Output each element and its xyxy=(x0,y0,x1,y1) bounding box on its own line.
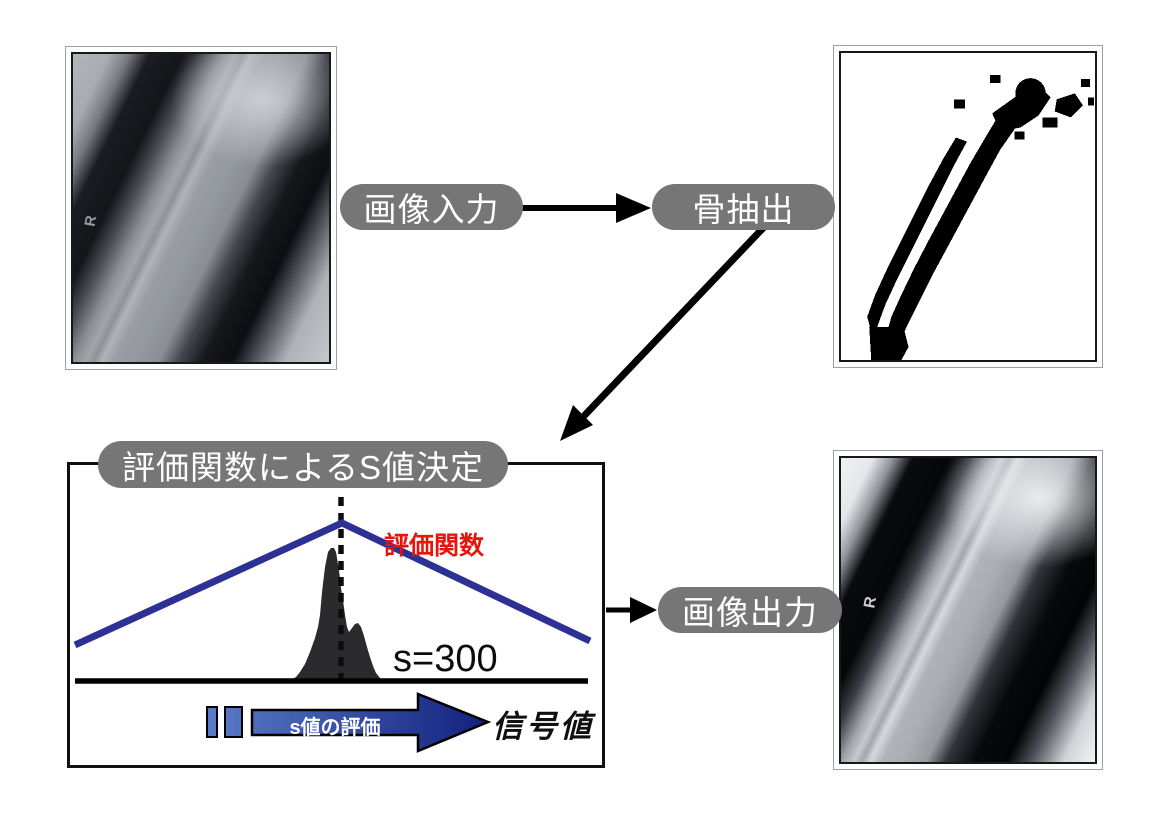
output-xray-content: R xyxy=(839,456,1097,764)
arrow-input-to-bone xyxy=(521,193,651,223)
bone-binary-image xyxy=(833,45,1103,368)
step-image-output: 画像出力 xyxy=(658,587,842,633)
step-s-value-title: 評価関数によるS値決定 xyxy=(98,441,508,488)
s-value-label: s=300 xyxy=(393,638,498,680)
arrow-box-to-output xyxy=(606,597,657,623)
bone-binary-content xyxy=(839,51,1097,362)
bone-shapes xyxy=(867,75,1094,360)
evaluation-function-label: 評価関数 xyxy=(384,532,485,560)
input-xray-content: R xyxy=(71,52,331,364)
output-xray-image: R xyxy=(833,450,1103,770)
signal-value-axis-label: 信号値 xyxy=(492,709,594,744)
r-marker: R xyxy=(861,594,881,610)
r-marker: R xyxy=(81,213,101,228)
s-evaluation-arrow-label: s値の評価 xyxy=(289,717,381,739)
step-image-input: 画像入力 xyxy=(340,184,523,230)
arrow-bone-to-box xyxy=(560,223,768,441)
step-bone-extraction: 骨抽出 xyxy=(652,184,835,230)
input-xray-image: R xyxy=(65,46,337,370)
